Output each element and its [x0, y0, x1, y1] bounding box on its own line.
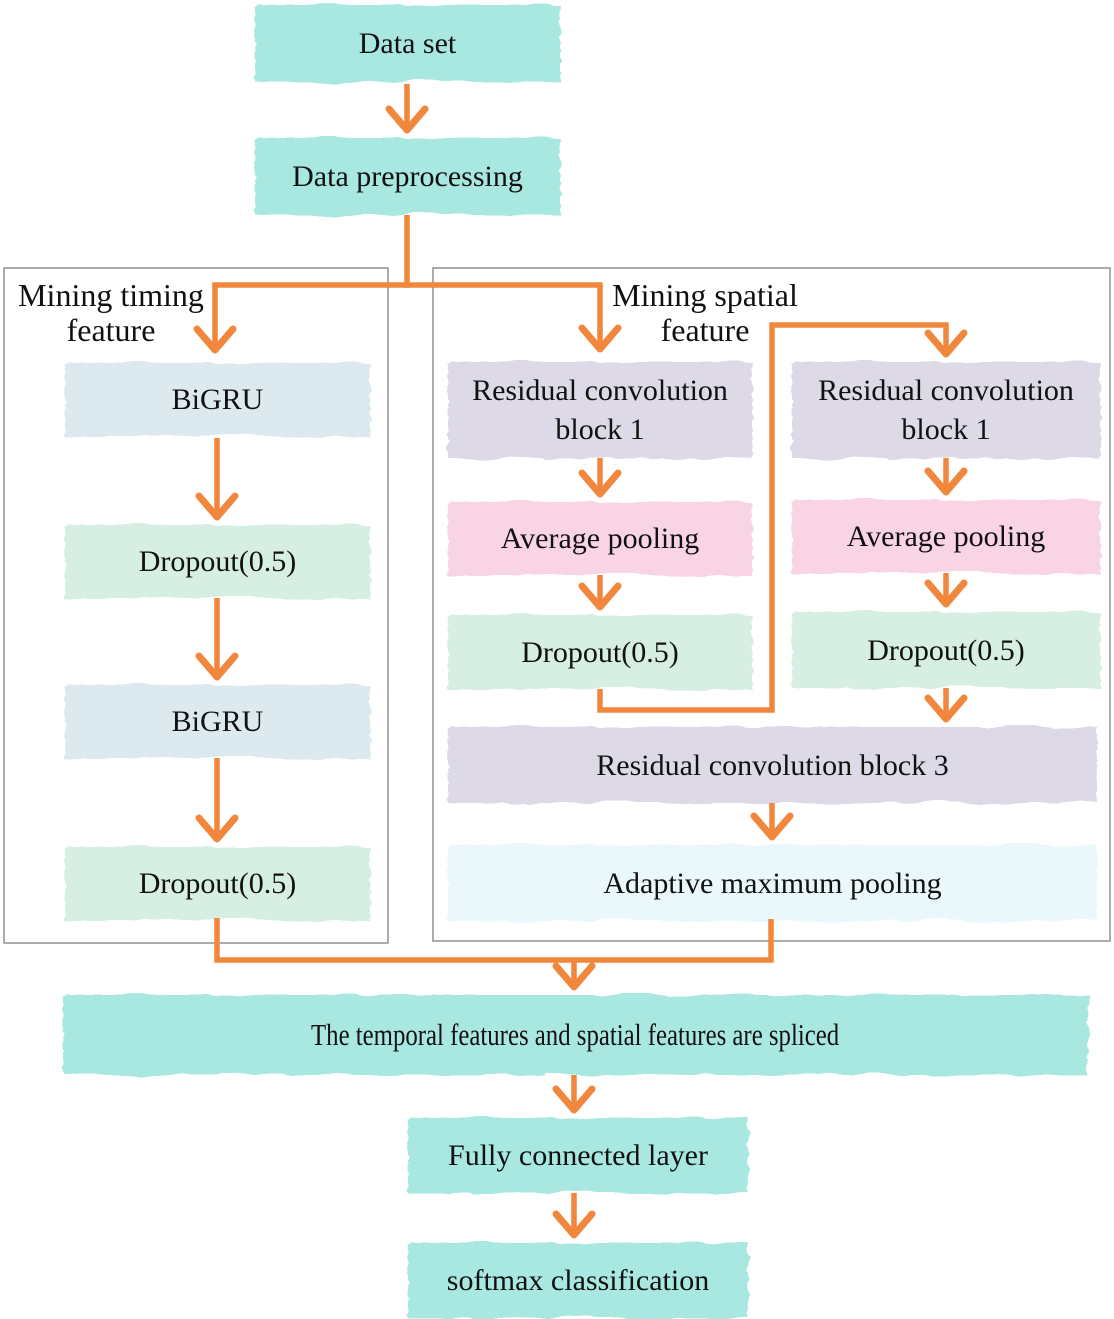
node-bigru-1: BiGRU [65, 363, 370, 436]
group-mining-timing-feature [3, 267, 389, 944]
node-residual-block3: Residual convolution block 3 [448, 727, 1097, 803]
node-features-spliced: The temporal features and spatial featur… [63, 995, 1088, 1075]
node-dropout-timing-1: Dropout(0.5) [65, 525, 370, 598]
node-dropout-b: Dropout(0.5) [792, 612, 1100, 688]
group-label-mining-spatial: Mining spatial feature [612, 277, 798, 348]
node-fully-connected-layer: Fully connected layer [408, 1118, 748, 1193]
node-adaptive-max-pooling: Adaptive maximum pooling [448, 845, 1097, 921]
node-data-preprocessing: Data preprocessing [255, 138, 560, 215]
node-bigru-2: BiGRU [65, 685, 370, 758]
group-label-mining-timing: Mining timing feature [18, 277, 204, 348]
node-softmax-classification: softmax classification [408, 1243, 748, 1318]
node-average-pooling-a: Average pooling [448, 502, 752, 575]
node-residual-block1-a: Residual convolution block 1 [448, 362, 752, 458]
node-data-set: Data set [255, 5, 560, 82]
node-average-pooling-b: Average pooling [792, 500, 1100, 573]
node-dropout-a: Dropout(0.5) [448, 615, 752, 689]
node-residual-block1-b: Residual convolution block 1 [792, 362, 1100, 458]
node-dropout-timing-2: Dropout(0.5) [65, 847, 370, 920]
